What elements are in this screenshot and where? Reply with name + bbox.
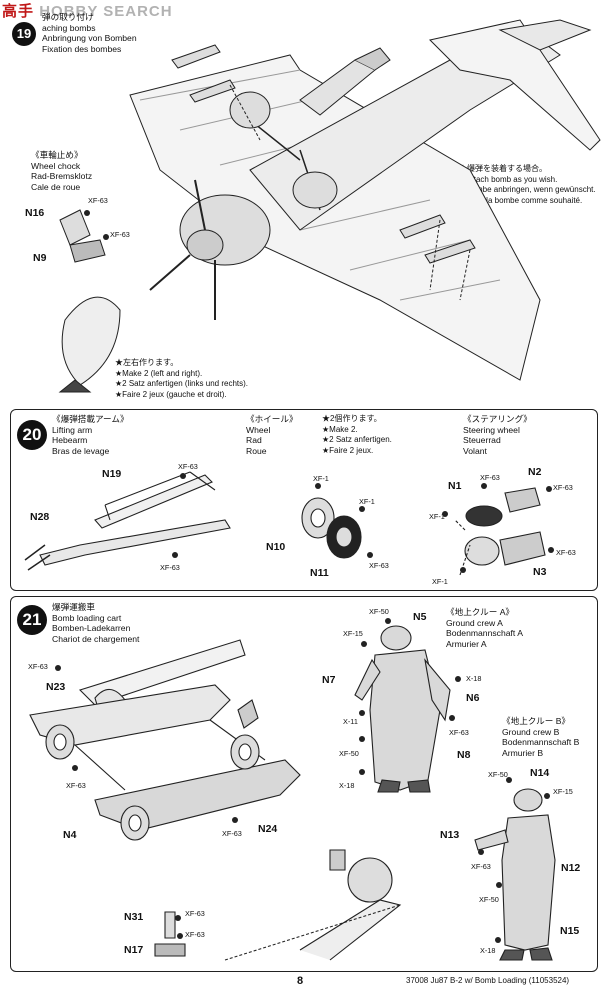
paint-xf63-i: XF-63: [28, 662, 48, 671]
part-label-n13: N13: [440, 829, 460, 841]
part-label-n14: N14: [530, 767, 550, 779]
part-label-n2: N2: [528, 466, 542, 478]
wheel-chock-caption: 《車輪止め》 Wheel chock Rad-Bremsklotz Cale d…: [31, 150, 93, 192]
part-label-n10: N10: [266, 541, 286, 553]
part-label-n7: N7: [322, 674, 336, 686]
aircraft-assembly-drawing: [58, 19, 601, 393]
paint-xf15-b: XF-15: [553, 787, 573, 796]
attach-bomb-note: ★爆弾を装着する場合。 ★Attach bomb as you wish. ★B…: [459, 164, 596, 205]
paint-xf63-b: XF-63: [110, 230, 130, 239]
paint-xf63-e: XF-63: [369, 561, 389, 570]
part-label-n4: N4: [63, 829, 77, 841]
footer-title: 37008 Ju87 B-2 w/ Bomb Loading (11053524…: [406, 976, 570, 985]
paint-xf50-d: XF-50: [479, 895, 499, 904]
part-label-n19: N19: [102, 468, 122, 480]
paint-xf63-l: XF-63: [185, 909, 205, 918]
part-label-n9: N9: [33, 252, 47, 264]
watermark: 高手 HOBBY SEARCH: [2, 3, 173, 20]
paint-xf1-b: XF-1: [359, 497, 375, 506]
paint-dot: [103, 234, 109, 240]
part-label-n31: N31: [124, 911, 144, 923]
part-label-n28: N28: [30, 511, 50, 523]
part-label-n16: N16: [25, 207, 45, 219]
step-20-panel: [10, 409, 598, 591]
paint-xf1-c: XF-1: [429, 512, 445, 521]
part-label-n17: N17: [124, 944, 144, 956]
paint-xf15-a: XF-15: [343, 629, 363, 638]
step-19-badge: 19: [12, 22, 36, 46]
paint-xf63-f: XF-63: [480, 473, 500, 482]
paint-xf63-d: XF-63: [160, 563, 180, 572]
make-2-note-step20: ★2個作ります。 ★Make 2. ★2 Satz anfertigen. ★F…: [322, 414, 392, 455]
step-20-badge: 20: [17, 420, 47, 450]
part-label-n23: N23: [46, 681, 66, 693]
part-label-n24: N24: [258, 823, 278, 835]
paint-xf50-c: XF-50: [488, 770, 508, 779]
paint-xf1-d: XF-1: [432, 577, 448, 586]
part-label-n5: N5: [413, 611, 427, 623]
paint-xf63-k: XF-63: [222, 829, 242, 838]
paint-xf1-a: XF-1: [313, 474, 329, 483]
step-21-panel: [10, 596, 598, 972]
paint-xf63-j: XF-63: [66, 781, 86, 790]
part-label-n11: N11: [310, 567, 329, 579]
ground-crew-a-caption: 《地上クルー A》 Ground crew A Bodenmannschaft …: [446, 607, 523, 649]
paint-xf63-n: XF-63: [449, 728, 469, 737]
paint-dot: [84, 210, 90, 216]
paint-xf63-h: XF-63: [556, 548, 576, 557]
wheel-caption: 《ホイール》 Wheel Rad Roue: [246, 414, 298, 456]
ground-crew-b-caption: 《地上クルー B》 Ground crew B Bodenmannschaft …: [502, 716, 580, 758]
paint-xf63-c: XF-63: [178, 462, 198, 471]
step-21-badge: 21: [17, 605, 47, 635]
bomb-loading-cart-caption: 爆弾運搬車 Bomb loading cart Bomben-Ladekarre…: [52, 602, 140, 644]
paint-x18-b: X-18: [339, 781, 355, 790]
part-label-n15: N15: [560, 925, 580, 937]
part-label-n8: N8: [457, 749, 471, 761]
paint-xf50-b: XF-50: [339, 749, 359, 758]
paint-xf63-g: XF-63: [553, 483, 573, 492]
page-number: 8: [297, 975, 304, 987]
paint-x18-a: X-18: [466, 674, 482, 683]
part-label-n3: N3: [533, 566, 547, 578]
part-label-n6: N6: [466, 692, 480, 704]
part-label-n12: N12: [561, 862, 581, 874]
steering-wheel-caption: 《ステアリング》 Steering wheel Steuerrad Volant: [463, 414, 532, 456]
paint-xf63-o: XF-63: [471, 862, 491, 871]
paint-x11: X-11: [343, 717, 358, 726]
paint-xf63-a: XF-63: [88, 196, 108, 205]
paint-xf50-a: XF-50: [369, 607, 389, 616]
paint-xf63-m: XF-63: [185, 930, 205, 939]
lifting-arm-caption: 《爆弾搭載アーム》 Lifting arm Hebearm Bras de le…: [52, 414, 129, 456]
paint-x18-c: X-18: [480, 946, 496, 955]
make-2-note: ★左右作ります。 ★Make 2 (left and right). ★2 Sa…: [115, 358, 249, 399]
attaching-bombs-caption: 弾の取り付け aching bombs Anbringung von Bombe…: [42, 12, 137, 54]
part-label-n1: N1: [448, 480, 462, 492]
